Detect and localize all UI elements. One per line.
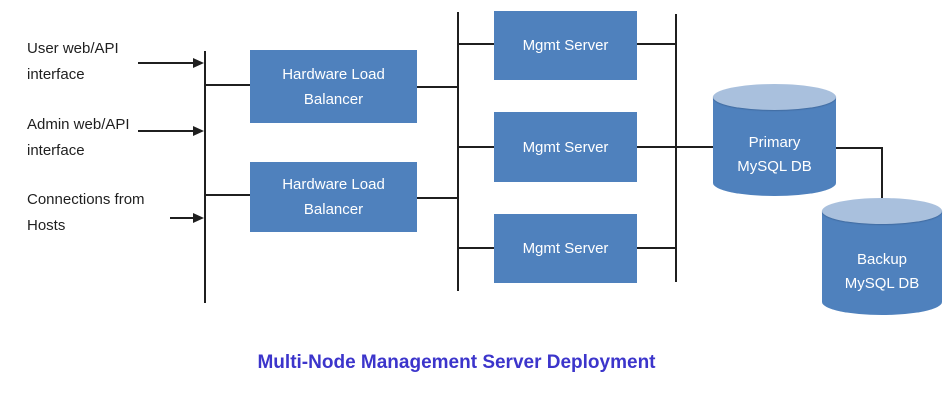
connector-primarydb-elbow <box>836 147 882 149</box>
cylinder-body <box>822 211 942 315</box>
connector-rail-lb1 <box>205 84 250 86</box>
database-primary-mysql: Primary MySQL DB <box>713 84 836 196</box>
bus-rail-right <box>675 14 677 282</box>
input-label-admin: Admin web/API interface <box>27 112 130 164</box>
database-label-line: MySQL DB <box>737 158 812 175</box>
cylinder-top-icon <box>822 198 942 224</box>
connector-rail-ms1 <box>458 43 494 45</box>
connector-lb1-rail <box>417 86 458 88</box>
arrow-hosts <box>170 213 204 223</box>
node-mgmt-server-3: Mgmt Server <box>494 214 637 283</box>
input-label-line: Admin web/API <box>27 116 130 133</box>
arrow-head-icon <box>193 213 204 223</box>
bus-rail-middle <box>457 12 459 291</box>
input-label-line: Connections from <box>27 191 145 208</box>
arrow-line <box>138 130 194 132</box>
connector-ms3-rail <box>637 247 676 249</box>
input-label-hosts: Connections from Hosts <box>27 187 145 239</box>
database-label-line: Primary <box>748 134 801 151</box>
node-label-line: Mgmt Server <box>522 37 609 54</box>
bus-rail-left <box>204 51 206 303</box>
connector-elbow-backupdb <box>881 147 883 208</box>
arrow-user <box>138 58 204 68</box>
input-label-user: User web/API interface <box>27 36 119 88</box>
arrow-admin <box>138 126 204 136</box>
database-label-line: Backup <box>856 251 908 268</box>
database-label: Primary MySQL DB <box>713 131 836 179</box>
connector-ms1-rail <box>637 43 676 45</box>
arrow-line <box>170 217 194 219</box>
node-label-line: Balancer <box>303 90 364 108</box>
database-label-line: MySQL DB <box>844 275 920 292</box>
connector-ms2-primarydb <box>637 146 713 148</box>
input-label-line: User web/API <box>27 40 119 57</box>
node-load-balancer-1: Hardware Load Balancer <box>250 50 417 123</box>
connector-rail-ms2 <box>458 146 494 148</box>
connector-lb2-rail <box>417 197 458 199</box>
node-label-line: Mgmt Server <box>522 240 609 257</box>
node-label-line: Hardware Load <box>282 65 385 83</box>
connector-rail-lb2 <box>205 194 250 196</box>
arrow-head-icon <box>193 126 204 136</box>
arrow-head-icon <box>193 58 204 68</box>
database-backup-mysql: Backup MySQL DB <box>822 198 942 315</box>
node-mgmt-server-2: Mgmt Server <box>494 112 637 182</box>
arrow-line <box>138 62 194 64</box>
input-label-line: interface <box>27 142 85 159</box>
node-mgmt-server-1: Mgmt Server <box>494 11 637 80</box>
cylinder-top-icon <box>713 84 836 110</box>
node-load-balancer-2: Hardware Load Balancer <box>250 162 417 232</box>
node-label-line: Balancer <box>303 201 364 218</box>
connector-rail-ms3 <box>458 247 494 249</box>
database-label: Backup MySQL DB <box>822 248 942 296</box>
cylinder-body <box>713 97 836 196</box>
node-label-line: Hardware Load <box>282 176 385 193</box>
node-label-line: Mgmt Server <box>522 138 609 156</box>
input-label-line: Hosts <box>27 217 66 234</box>
diagram-title: Multi-Node Management Server Deployment <box>257 352 656 373</box>
input-label-line: interface <box>27 66 85 83</box>
